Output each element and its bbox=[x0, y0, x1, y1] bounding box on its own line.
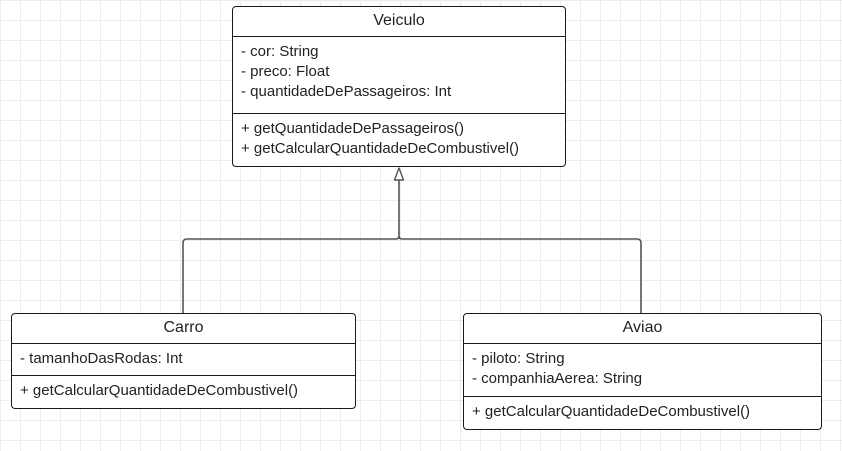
methods-section: + getQuantidadeDePassageiros() + getCalc… bbox=[233, 114, 565, 159]
methods-section: + getCalcularQuantidadeDeCombustivel() bbox=[464, 397, 821, 422]
attribute: - preco: Float bbox=[241, 63, 330, 80]
attribute: - companhiaAerea: String bbox=[472, 370, 643, 387]
class-veiculo[interactable]: Veiculo - cor: String - preco: Float - q… bbox=[232, 6, 566, 167]
methods-section: + getCalcularQuantidadeDeCombustivel() bbox=[12, 376, 355, 401]
attribute: - tamanhoDasRodas: Int bbox=[20, 350, 183, 367]
generalization-edge-carro-veiculo bbox=[182, 180, 400, 313]
generalization-edge-aviao-veiculo bbox=[398, 235, 642, 313]
method: + getCalcularQuantidadeDeCombustivel() bbox=[20, 382, 299, 399]
method: + getQuantidadeDePassageiros() bbox=[241, 120, 465, 137]
method: + getCalcularQuantidadeDeCombustivel() bbox=[472, 403, 751, 420]
class-carro[interactable]: Carro - tamanhoDasRodas: Int + getCalcul… bbox=[11, 313, 356, 409]
attribute: - cor: String bbox=[241, 43, 319, 60]
generalization-arrowhead-icon bbox=[393, 167, 405, 181]
class-name: Aviao bbox=[464, 314, 821, 344]
method: + getCalcularQuantidadeDeCombustivel() bbox=[241, 140, 520, 157]
attributes-section: - cor: String - preco: Float - quantidad… bbox=[233, 37, 565, 114]
class-aviao[interactable]: Aviao - piloto: String - companhiaAerea:… bbox=[463, 313, 822, 430]
attribute: - piloto: String bbox=[472, 350, 565, 367]
attributes-section: - piloto: String - companhiaAerea: Strin… bbox=[464, 344, 821, 397]
attribute: - quantidadeDePassageiros: Int bbox=[241, 83, 452, 100]
class-name: Veiculo bbox=[233, 7, 565, 37]
class-name: Carro bbox=[12, 314, 355, 344]
attributes-section: - tamanhoDasRodas: Int bbox=[12, 344, 355, 376]
